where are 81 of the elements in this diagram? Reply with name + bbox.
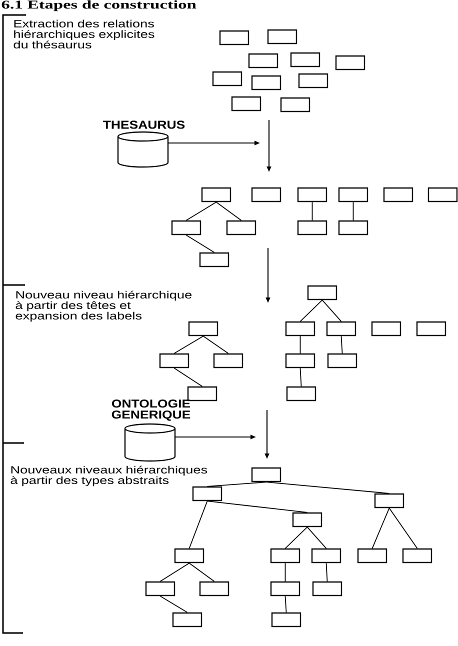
empty-box [226,220,256,236]
connector-line [352,202,354,221]
connector-line [284,526,308,549]
empty-box [374,493,404,508]
empty-box [312,581,342,596]
connector-line [284,596,287,613]
connector-line [174,368,203,387]
empty-box [213,353,244,368]
connector-line [160,562,190,582]
connector-line [322,300,342,322]
connector-line [388,508,418,549]
empty-box [307,285,338,300]
empty-box [271,612,302,628]
connector-line [326,562,328,582]
empty-box [201,187,232,202]
connector-line [206,500,308,513]
connector-line [186,234,215,253]
stage-description: Nouveaux niveaux hiérarchiques à partir des types abstraits [10,466,208,486]
connector-line [186,202,217,221]
empty-box [172,612,202,628]
empty-box [174,548,204,564]
empty-box [357,548,388,564]
empty-box [231,96,262,112]
empty-box [159,353,190,368]
empty-box [248,53,278,68]
connector-line [266,482,390,494]
database-label: ONTOLOGIE GENERIQUE [112,400,190,421]
empty-box [171,220,202,236]
database-label: THESAURUS [103,120,185,129]
connector-line [340,336,343,354]
connector-line [188,500,208,549]
empty-box [428,187,458,202]
empty-box [219,30,250,46]
empty-box [311,548,342,564]
empty-box [371,321,402,336]
empty-box [212,71,242,86]
empty-box [251,187,282,202]
empty-box [326,321,356,336]
empty-box [402,548,432,564]
empty-box [251,467,282,482]
empty-box [292,512,322,528]
connector-line [300,300,323,322]
empty-box [383,187,414,202]
connector-line [306,526,327,549]
empty-box [188,321,218,336]
empty-box [335,55,366,70]
empty-box [338,187,368,202]
connector-line [312,202,313,221]
empty-box [199,581,230,596]
empty-box [270,581,300,596]
title: 6.1 Etapes de construction [2,0,196,12]
empty-box [297,220,328,236]
empty-box [338,220,368,236]
connector-line [202,336,229,354]
empty-box [199,252,230,268]
empty-box [187,386,218,402]
empty-box [297,187,328,202]
empty-box [285,321,316,336]
empty-box [416,321,446,336]
empty-box [267,29,298,44]
empty-box [192,486,222,502]
empty-box [327,353,358,368]
connector-line [160,596,188,613]
empty-box [251,75,282,90]
stage-description: Nouveau niveau hiérarchique à partir des têtes et expansion des labels [16,290,192,322]
empty-box [290,52,320,68]
connector-line [206,482,267,487]
empty-box [280,97,310,112]
empty-box [285,353,316,368]
connector-line [300,368,302,387]
empty-box [145,581,176,596]
empty-box [270,548,300,564]
connector-line [300,336,301,354]
connector-line [188,562,215,582]
stage-description: Extraction des relations hiérarchiques explicites du thésaurus [14,20,154,48]
connector-line [216,202,242,221]
empty-box [286,386,316,402]
connector-line [284,562,286,582]
connector-line [372,508,390,549]
connector-line [174,336,204,354]
empty-box [298,73,328,88]
